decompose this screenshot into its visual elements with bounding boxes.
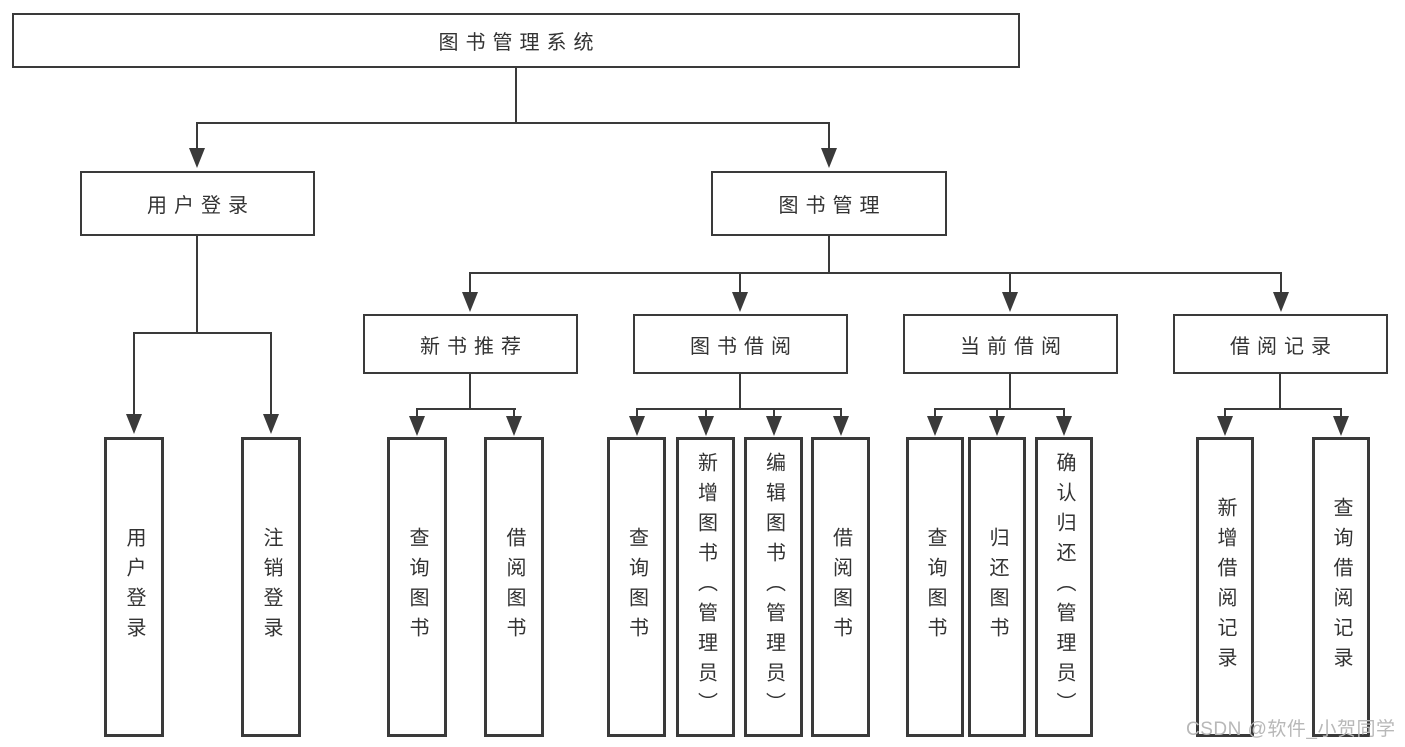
arrow-down-icon [506,416,522,436]
node-label: 借阅记录 [1230,335,1338,358]
arrow-down-icon [462,292,478,312]
node-leaf-logout: 注销登录 [241,437,301,737]
node-leaf-borrow-books-recommend: 借阅图书 [484,437,544,737]
connector-line [1009,374,1011,410]
connector-line [1279,374,1281,410]
node-leaf-add-borrow-record: 新增借阅记录 [1196,437,1254,737]
arrow-down-icon [409,416,425,436]
connector-line [934,408,936,418]
connector-line [739,374,741,410]
node-label: 图书借阅 [690,335,798,358]
connector-line [196,122,198,150]
arrow-down-icon [732,292,748,312]
node-root-library-system: 图书管理系统 [12,13,1020,68]
connector-line [513,408,515,418]
connector-line [636,408,638,418]
node-label: 当前借阅 [960,335,1068,358]
arrow-down-icon [821,148,837,168]
node-leaf-return-books: 归还图书 [968,437,1026,737]
connector-line [773,408,775,418]
arrow-down-icon [1217,416,1233,436]
node-label: 确认归还（管理员） [1053,452,1075,722]
connector-line [739,272,741,294]
connector-line [1063,408,1065,418]
node-label: 借阅图书 [829,527,852,647]
connector-line [196,236,198,334]
connector-line [196,122,830,124]
node-label: 用户登录 [147,195,255,217]
connector-line [996,408,998,418]
node-label: 查询图书 [924,527,946,647]
connector-line [828,236,830,274]
arrow-down-icon [766,416,782,436]
connector-line [133,332,272,334]
node-leaf-add-books-admin: 新增图书（管理员） [676,437,735,737]
node-user-login: 用户登录 [80,171,315,236]
arrow-down-icon [989,416,1005,436]
node-label: 图书管理 [778,195,887,217]
node-book-borrow: 图书借阅 [633,314,848,374]
node-label: 查询借阅记录 [1330,497,1352,677]
node-leaf-query-books-recommend: 查询图书 [387,437,447,737]
arrow-down-icon [629,416,645,436]
node-leaf-edit-books-admin: 编辑图书（管理员） [744,437,803,737]
connector-line [1009,272,1011,294]
arrow-down-icon [927,416,943,436]
node-label: 归还图书 [986,527,1008,647]
connector-line [469,374,471,410]
connector-line [840,408,842,418]
arrow-down-icon [189,148,205,168]
connector-line [705,408,707,418]
connector-line [1224,408,1226,418]
node-label: 查询图书 [625,527,648,647]
node-leaf-query-books-current: 查询图书 [906,437,964,737]
connector-line [515,68,517,123]
node-label: 新书推荐 [420,335,528,358]
arrow-down-icon [1002,292,1018,312]
node-leaf-borrow-books: 借阅图书 [811,437,870,737]
connector-line [469,272,1282,274]
arrow-down-icon [698,416,714,436]
node-new-book-recommend: 新书推荐 [363,314,578,374]
arrow-down-icon [1273,292,1289,312]
connector-line [828,122,830,150]
connector-line [416,408,418,418]
connector-line [469,272,471,294]
connector-line [416,408,516,410]
node-leaf-query-borrow-record: 查询借阅记录 [1312,437,1370,737]
connector-line [1280,272,1282,294]
node-label: 借阅图书 [503,527,525,647]
connector-line [636,408,842,410]
node-leaf-user-login: 用户登录 [104,437,164,737]
node-label: 用户登录 [123,527,145,647]
node-label: 新增借阅记录 [1214,497,1236,677]
node-label: 注销登录 [260,527,282,647]
node-current-borrow: 当前借阅 [903,314,1118,374]
arrow-down-icon [1056,416,1072,436]
arrow-down-icon [1333,416,1349,436]
node-label: 编辑图书（管理员） [762,452,785,722]
arrow-down-icon [263,414,279,434]
connector-line [934,408,1065,410]
node-book-management: 图书管理 [711,171,947,236]
node-leaf-query-books-borrow: 查询图书 [607,437,666,737]
node-label: 新增图书（管理员） [694,452,717,722]
node-label: 查询图书 [406,527,428,647]
watermark-text: CSDN @软件_小贺同学 [1186,719,1396,740]
node-leaf-confirm-return-admin: 确认归还（管理员） [1035,437,1093,737]
arrow-down-icon [833,416,849,436]
connector-line [1224,408,1342,410]
node-borrow-records: 借阅记录 [1173,314,1388,374]
node-label: 图书管理系统 [438,32,601,54]
arrow-down-icon [126,414,142,434]
connector-line [1340,408,1342,418]
connector-line [133,332,135,416]
connector-line [270,332,272,416]
